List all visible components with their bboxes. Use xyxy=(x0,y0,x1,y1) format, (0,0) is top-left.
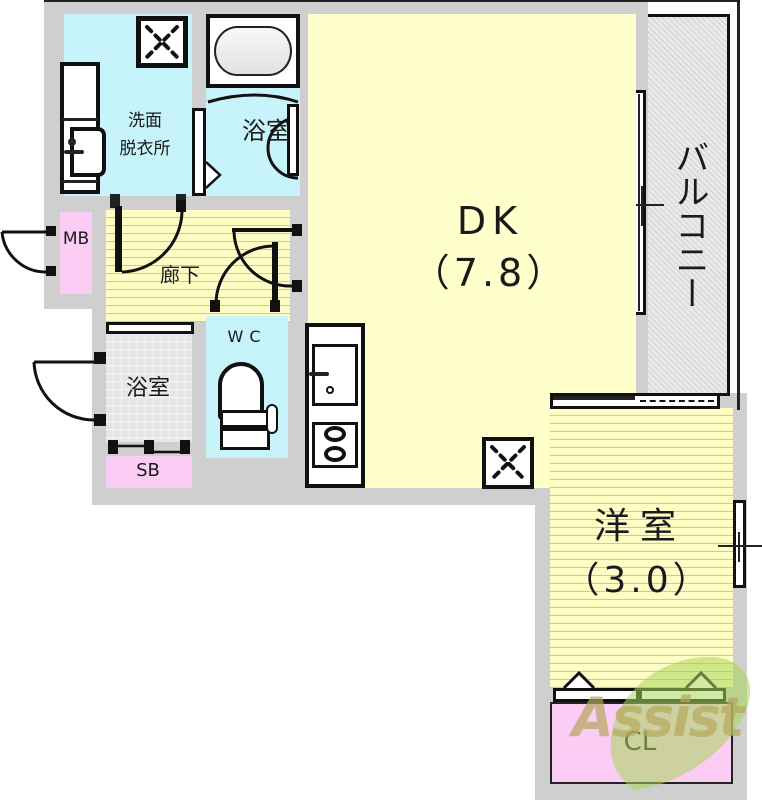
dk-room-upper-ext xyxy=(354,14,636,214)
kitchen-drain xyxy=(326,386,334,394)
kitchen-faucet xyxy=(309,372,329,376)
bath-upper-door-left xyxy=(192,108,206,196)
sb-door-frames xyxy=(108,440,190,454)
dk-vent-icon xyxy=(482,437,534,489)
western-top-window-dashed xyxy=(640,400,714,402)
outline-top xyxy=(44,0,738,2)
washbasin-divider xyxy=(62,118,98,121)
bath-upper-door-right xyxy=(287,104,299,176)
western-right-window-tick-v xyxy=(738,532,740,562)
washbasin-tap xyxy=(64,150,84,154)
toilet-seat xyxy=(220,410,270,428)
sb-label: SB xyxy=(136,460,160,481)
closet-door-handle-left-icon xyxy=(562,670,596,690)
hallway-partition xyxy=(106,322,194,334)
dk-label: DK xyxy=(456,199,524,243)
stove-burner-bottom-icon xyxy=(324,446,346,462)
bath-lower-label: 浴室 xyxy=(125,376,170,401)
bath-lower xyxy=(106,334,192,442)
sb-room xyxy=(106,456,192,488)
outline-right-balcony xyxy=(737,0,740,410)
bath-upper-door-triangle xyxy=(206,161,222,189)
washroom-label-line2: 脱衣所 xyxy=(119,139,171,159)
hallway-door-wc xyxy=(210,224,302,312)
watermark-text: Assist xyxy=(572,686,745,749)
mb-label: MB xyxy=(62,229,90,249)
bathtub xyxy=(206,14,300,88)
washbasin-divider-low xyxy=(62,180,98,183)
washroom-label-line1: 洗面 xyxy=(128,111,162,131)
washroom-vent-icon xyxy=(136,16,188,68)
mb-door-swing xyxy=(0,226,56,276)
wc-label: WC xyxy=(227,327,267,346)
washroom-door-frame-left xyxy=(110,194,120,208)
toilet-controller-icon xyxy=(266,404,278,434)
bath-lower-door-swing xyxy=(32,352,106,426)
hallway-label: 廊下 xyxy=(160,263,200,287)
western-size: （3.0） xyxy=(563,560,713,601)
western-room xyxy=(550,408,733,688)
western-top-window-solid xyxy=(553,396,635,400)
balcony-window-tick-v xyxy=(641,186,643,226)
hallway-door-washroom xyxy=(115,200,186,274)
balcony-window-divider xyxy=(638,94,640,311)
western-label: 洋室 xyxy=(593,506,686,547)
western-right-window-tick xyxy=(718,545,762,547)
dk-size: （7.8） xyxy=(411,251,569,295)
watermark-logo xyxy=(610,656,751,790)
toilet-tank xyxy=(220,428,270,450)
mb-room xyxy=(60,212,92,294)
stove-burner-top-icon xyxy=(324,426,346,442)
washbasin-knob xyxy=(68,138,76,146)
bathtub-basin xyxy=(214,26,292,76)
balcony-label: バルコニー xyxy=(669,140,709,310)
